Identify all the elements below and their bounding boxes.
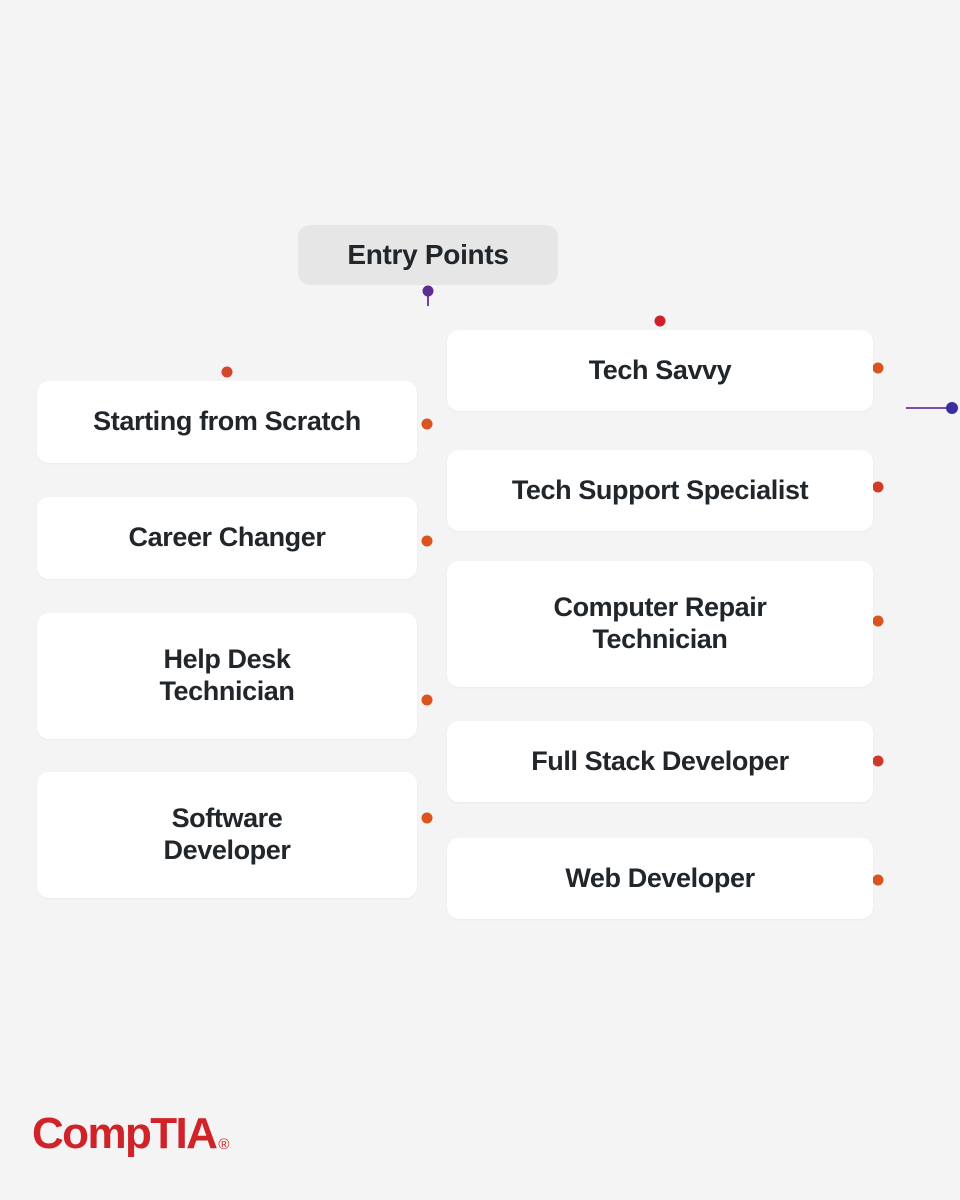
node-computer-repair-technician-label: Computer Repair Technician: [553, 592, 766, 656]
label-line-1: Help Desk: [163, 644, 291, 675]
comptia-registered-icon: ®: [218, 1136, 230, 1153]
comptia-wordmark: CompTIA: [32, 1109, 218, 1158]
node-computer-repair-technician[interactable]: Computer Repair Technician: [447, 561, 873, 687]
comptia-logo: CompTIA ®: [32, 1112, 229, 1156]
node-tech-savvy-label: Tech Savvy: [588, 354, 732, 385]
node-help-desk-technician[interactable]: Help Desk Technician: [37, 613, 417, 739]
label-line-1: Computer Repair: [553, 592, 767, 623]
node-career-changer[interactable]: Career Changer: [37, 497, 417, 579]
node-career-changer-label: Career Changer: [128, 522, 326, 553]
node-tech-savvy[interactable]: Tech Savvy: [447, 330, 873, 411]
label-line-2: Technician: [159, 676, 295, 706]
label-line-2: Developer: [163, 835, 291, 865]
node-software-developer-label: Software Developer: [164, 803, 291, 867]
node-web-developer[interactable]: Web Developer: [447, 838, 873, 919]
node-web-developer-label: Web Developer: [565, 862, 755, 893]
node-tech-support-specialist-label: Tech Support Specialist: [511, 474, 809, 505]
node-starting-from-scratch[interactable]: Starting from Scratch: [37, 381, 417, 463]
label-line-1: Software: [171, 803, 283, 834]
node-entry-points[interactable]: Entry Points: [298, 225, 558, 285]
node-full-stack-developer[interactable]: Full Stack Developer: [447, 721, 873, 802]
node-tech-support-specialist[interactable]: Tech Support Specialist: [447, 450, 873, 531]
node-full-stack-developer-label: Full Stack Developer: [531, 745, 789, 776]
node-help-desk-technician-label: Help Desk Technician: [159, 644, 294, 708]
node-starting-from-scratch-label: Starting from Scratch: [93, 406, 361, 437]
label-line-2: Technician: [592, 624, 728, 654]
node-entry-points-label: Entry Points: [347, 239, 509, 270]
node-software-developer[interactable]: Software Developer: [37, 772, 417, 898]
